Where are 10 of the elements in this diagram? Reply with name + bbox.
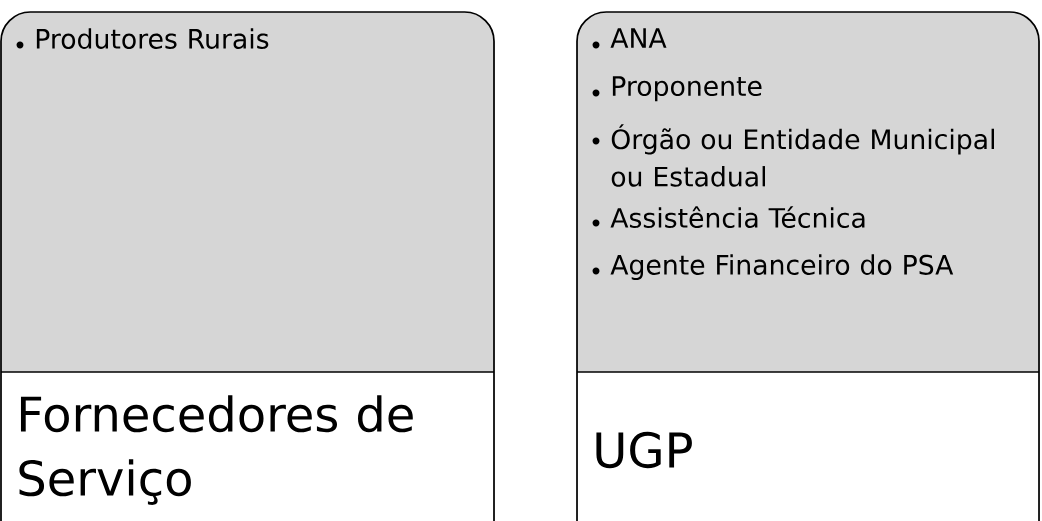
bullet-item: Proponente <box>592 76 762 102</box>
card-label: Fornecedores de Serviço <box>19 395 413 505</box>
bullet-item: ANA <box>592 28 667 49</box>
bullet-item: Produtores Rurais <box>16 28 269 49</box>
card <box>0 11 495 521</box>
bullet-item: Agente Financeiro do PSA <box>592 254 954 281</box>
card <box>576 11 1040 521</box>
bullet-item: Órgão ou Entidade Municipal ou Estadual <box>592 124 994 187</box>
bullet-item: Assistência Técnica <box>592 206 865 228</box>
card-label: UGP <box>596 431 692 469</box>
